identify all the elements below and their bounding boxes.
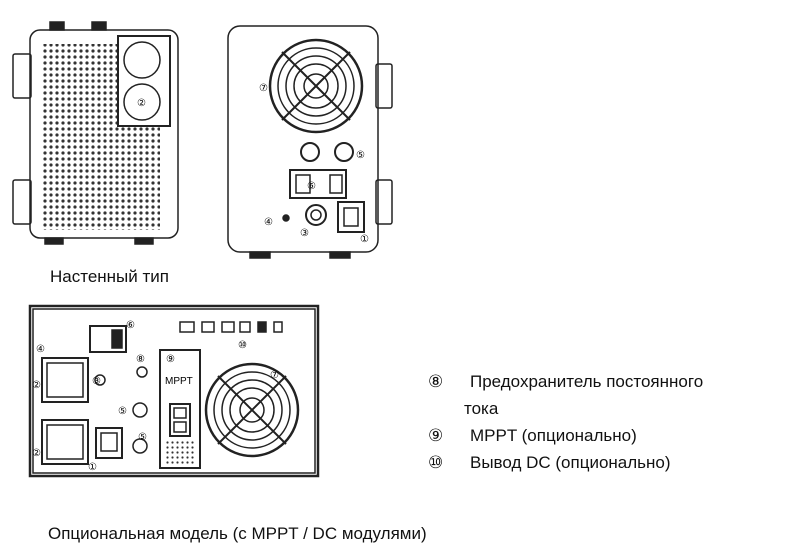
marker-4-rear: ④ (264, 217, 273, 228)
marker-5-panel-b: ⑤ (138, 432, 147, 443)
legend-text: Предохранитель постоянного (470, 372, 704, 391)
rear-view (227, 25, 393, 259)
caption-optional-model: Опциональная модель (с MPPT / DC модулям… (48, 524, 427, 543)
legend-item-9: ⑨ MPPT (опционально) (428, 422, 703, 449)
marker-6-rear: ⑥ (307, 181, 316, 192)
marker-2-front: ② (137, 98, 146, 109)
socket-top (123, 41, 161, 79)
rear-fuse (305, 204, 327, 226)
foot-right (134, 237, 154, 245)
rear-port-1 (300, 142, 320, 162)
handle-left (49, 21, 65, 31)
dc-output-1 (179, 321, 195, 333)
marker-5-panel-a: ⑤ (118, 406, 127, 417)
left-bracket-top (12, 53, 32, 99)
right-bracket-bottom (375, 179, 393, 225)
rear-casing (227, 25, 379, 253)
front-view (12, 21, 179, 245)
legend-item-8: ⑧ Предохранитель постоянного (428, 368, 703, 395)
marker-9-panel: ⑨ (166, 354, 175, 365)
marker-3-panel: ③ (92, 376, 101, 387)
marker-10-panel: ⑩ (238, 340, 247, 351)
marker-1-panel: ① (88, 462, 97, 473)
marker-8-panel: ⑧ (136, 354, 145, 365)
socket-panel (117, 35, 171, 127)
rear-indicator (282, 214, 290, 222)
legend-text: MPPT (опционально) (470, 426, 637, 445)
rear-fan-outer (268, 38, 364, 134)
mppt-module (159, 349, 201, 469)
marker-7-panel: ⑦ (270, 370, 279, 381)
rear-foot-right (329, 251, 351, 259)
marker-1-rear: ① (360, 234, 369, 245)
marker-3-rear: ③ (300, 228, 309, 239)
legend-item-10: ⑩ Вывод DC (опционально) (428, 449, 703, 476)
legend-marker: ⑧ (428, 372, 444, 391)
legend: ⑧ Предохранитель постоянного тока ⑨ MPPT… (428, 368, 703, 476)
outlet-top (41, 357, 89, 403)
panel-fan (204, 362, 300, 458)
rear-ac-inlet (337, 201, 365, 233)
outlet-bottom (41, 419, 89, 465)
rear-switch (289, 169, 347, 199)
marker-4-panel: ④ (36, 344, 45, 355)
foot-left (44, 237, 64, 245)
marker-7-rear: ⑦ (259, 83, 268, 94)
legend-marker: ⑩ (428, 453, 444, 472)
legend-text-continued: тока (464, 399, 499, 418)
mppt-label: MPPT (165, 376, 193, 387)
terminal-3 (94, 374, 106, 386)
right-bracket-top (375, 63, 393, 109)
marker-2-panel-bottom: ② (32, 448, 41, 459)
legend-marker: ⑨ (428, 426, 444, 445)
marker-2-panel-top: ② (32, 380, 41, 391)
optional-model-panel (28, 304, 320, 478)
breaker (89, 325, 127, 353)
legend-text: Вывод DC (опционально) (470, 453, 671, 472)
terminal-5a (132, 402, 148, 418)
fuse-8 (136, 366, 148, 378)
marker-6-panel: ⑥ (126, 320, 135, 331)
rear-foot-left (249, 251, 271, 259)
terminal-5b (132, 438, 148, 454)
rear-port-2 (334, 142, 354, 162)
panel-outline (28, 304, 320, 478)
ac-inlet (95, 427, 123, 459)
socket-bottom (123, 83, 161, 121)
left-bracket-bottom (12, 179, 32, 225)
caption-wall-type: Настенный тип (50, 267, 169, 286)
marker-5-rear: ⑤ (356, 150, 365, 161)
handle-right (91, 21, 107, 31)
